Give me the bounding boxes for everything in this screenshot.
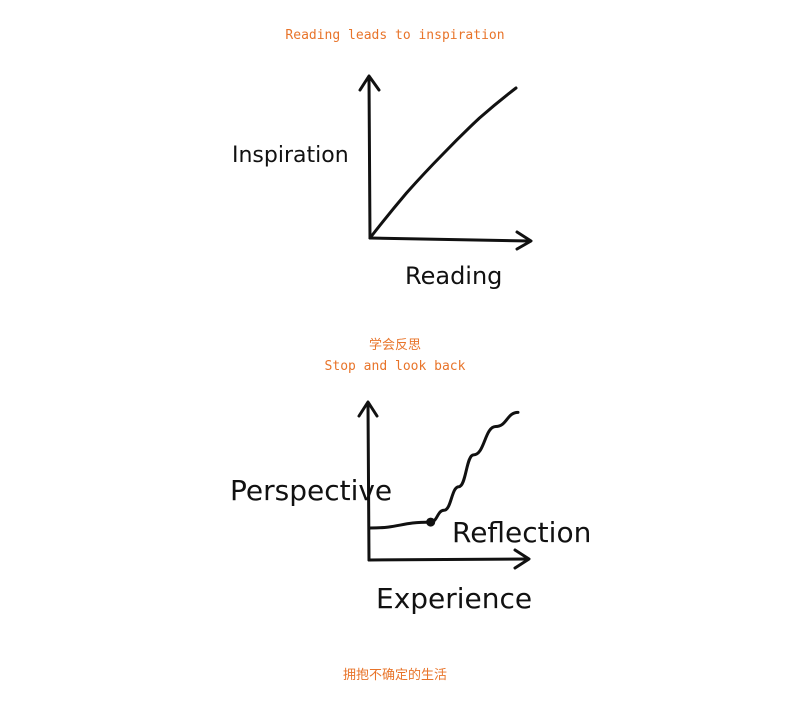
caption-reflect-cn: 学会反思: [368, 338, 421, 353]
chart-experience-perspective: Perspective Experience Reflection: [0, 390, 790, 630]
y-axis-arrow-icon: [358, 74, 381, 92]
y-axis: [357, 400, 379, 562]
x-axis: [367, 548, 531, 570]
series-line: [368, 410, 520, 530]
x-axis-arrow-icon: [513, 548, 531, 570]
x-axis-arrow-icon: [515, 230, 533, 251]
y-axis-line: [366, 402, 371, 562]
y-axis-label: Perspective: [230, 474, 392, 507]
x-axis-line: [368, 236, 532, 243]
caption-embrace-uncertainty: 拥抱不确定的生活: [342, 668, 447, 683]
reflection-point: [426, 517, 436, 527]
y-axis: [358, 74, 381, 240]
y-axis-arrow-icon: [357, 400, 379, 418]
caption-reading-inspiration: Reading leads to inspiration: [285, 28, 505, 43]
chart-reading-inspiration: Inspiration Reading: [0, 60, 790, 300]
y-axis-label: Inspiration: [232, 143, 349, 168]
series-line: [368, 86, 518, 240]
caption-stop-look-back: Stop and look back: [324, 359, 466, 374]
annotation-label: Reflection: [452, 516, 591, 549]
x-axis-label: Experience: [376, 582, 532, 615]
chart-1-series: [368, 86, 518, 240]
chart-2-series: [368, 410, 520, 530]
y-axis-line: [367, 76, 372, 240]
x-axis-label: Reading: [405, 262, 502, 290]
chart-2-svg: Perspective Experience Reflection: [230, 400, 591, 615]
chart-1-svg: Inspiration Reading: [232, 74, 533, 290]
x-axis: [368, 230, 533, 251]
x-axis-line: [367, 557, 530, 562]
